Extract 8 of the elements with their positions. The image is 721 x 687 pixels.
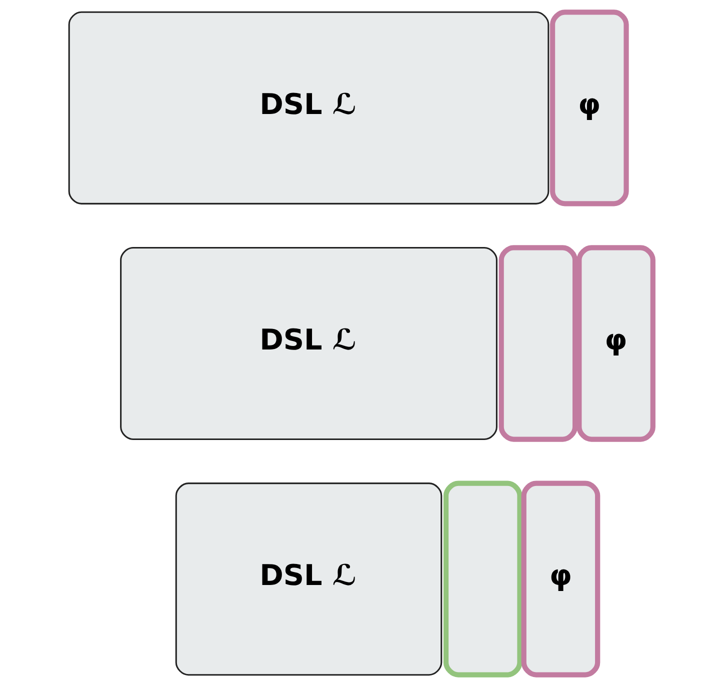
node-box: [442, 480, 522, 678]
node-box: φ: [549, 10, 628, 206]
node-box: DSL ℒ: [68, 11, 549, 204]
node-box: φ: [520, 480, 600, 678]
node-box: DSL ℒ: [174, 482, 442, 676]
node-box: DSL ℒ: [120, 246, 497, 440]
node-box: φ: [576, 245, 655, 442]
node-box: [498, 245, 578, 442]
